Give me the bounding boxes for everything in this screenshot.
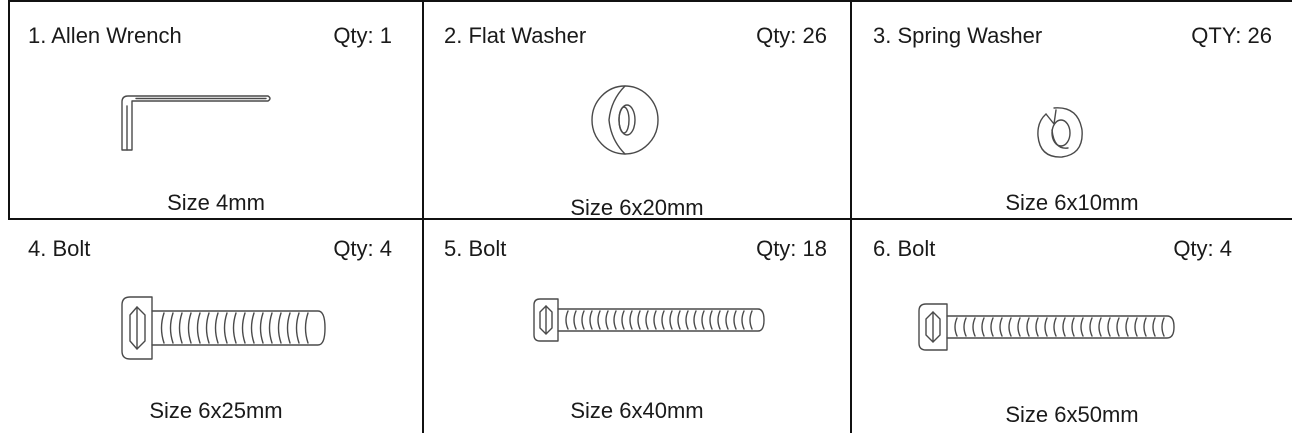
- part-qty: QTY: 26: [1191, 23, 1272, 48]
- part-name: 1. Allen Wrench: [28, 23, 182, 48]
- table-border-left: [8, 0, 10, 220]
- part-qty: Qty: 18: [756, 236, 827, 261]
- part-size: Size 6x20mm: [570, 195, 704, 220]
- part-qty: Qty: 1: [333, 23, 392, 48]
- part-name: 2. Flat Washer: [444, 23, 587, 48]
- bolt-icon: [533, 298, 765, 342]
- flat-washer-icon: [591, 85, 659, 155]
- part-qty: Qty: 4: [1173, 236, 1232, 261]
- column-divider: [850, 0, 852, 433]
- spring-washer-icon: [1037, 107, 1083, 158]
- bolt-icon: [121, 296, 326, 360]
- part-size: Size 6x10mm: [1005, 190, 1139, 215]
- table-border-top: [8, 0, 1292, 2]
- part-name: 5. Bolt: [444, 236, 507, 261]
- column-divider: [422, 0, 424, 433]
- part-size: Size 6x40mm: [570, 398, 704, 423]
- table-border-middle: [8, 218, 1292, 220]
- part-size: Size 6x25mm: [149, 398, 283, 423]
- part-qty: Qty: 4: [333, 236, 392, 261]
- allen-wrench-icon: [121, 95, 271, 151]
- part-name: 4. Bolt: [28, 236, 91, 261]
- part-qty: Qty: 26: [756, 23, 827, 48]
- part-name: 6. Bolt: [873, 236, 936, 261]
- bolt-icon: [918, 303, 1175, 351]
- part-name: 3. Spring Washer: [873, 23, 1043, 48]
- part-size: Size 6x50mm: [1005, 402, 1139, 427]
- part-size: Size 4mm: [167, 190, 265, 215]
